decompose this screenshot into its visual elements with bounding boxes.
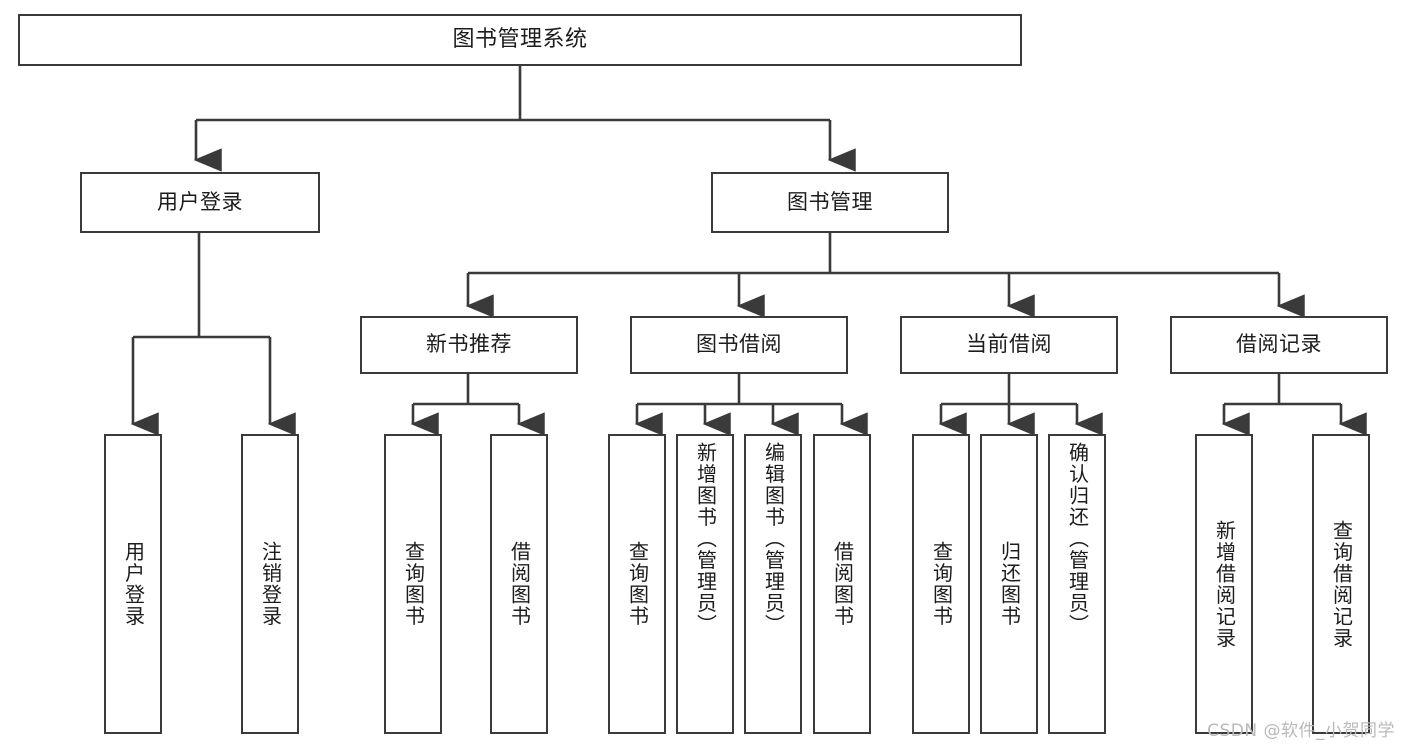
leaf-record-query-borrow-record[interactable]: 查询借阅记录: [1312, 434, 1370, 734]
leaf-recommend-query-book[interactable]: 查询图书: [384, 434, 442, 734]
node-label: 查询图书: [401, 541, 426, 627]
leaf-borrow-add-book-admin[interactable]: 新增图书（管理员）: [676, 434, 734, 734]
leaf-borrow-edit-book-admin[interactable]: 编辑图书（管理员）: [744, 434, 802, 734]
node-user-login[interactable]: 用户登录: [80, 172, 320, 233]
node-label: 借阅图书: [830, 541, 855, 627]
node-borrowing-record[interactable]: 借阅记录: [1170, 316, 1388, 374]
node-current-borrowing[interactable]: 当前借阅: [900, 316, 1118, 374]
leaf-recommend-borrow-book[interactable]: 借阅图书: [490, 434, 548, 734]
leaf-user-login-login[interactable]: 用户登录: [104, 434, 162, 734]
node-label: 新增借阅记录: [1212, 519, 1237, 649]
leaf-current-return-book[interactable]: 归还图书: [980, 434, 1038, 734]
leaf-borrow-query-book[interactable]: 查询图书: [608, 434, 666, 734]
leaf-user-login-logout[interactable]: 注销登录: [241, 434, 299, 734]
node-label: 当前借阅: [966, 332, 1052, 357]
node-label: 图书借阅: [696, 332, 782, 357]
node-label: 用户登录: [121, 541, 146, 627]
node-root-book-management-system[interactable]: 图书管理系统: [18, 14, 1022, 66]
node-label: 归还图书: [997, 541, 1022, 627]
node-label: 注销登录: [258, 541, 283, 627]
leaf-borrow-borrow-book[interactable]: 借阅图书: [813, 434, 871, 734]
node-new-book-recommendation[interactable]: 新书推荐: [360, 316, 578, 374]
node-label: 借阅记录: [1236, 332, 1322, 357]
node-label: 新增图书（管理员）: [693, 442, 718, 636]
node-label: 确认归还（管理员）: [1065, 442, 1090, 636]
node-label: 查询图书: [929, 541, 954, 627]
csdn-watermark: CSDN @软件_小贺同学: [1207, 721, 1395, 741]
node-label: 查询借阅记录: [1329, 519, 1354, 649]
node-book-management[interactable]: 图书管理: [711, 172, 949, 233]
node-label: 借阅图书: [507, 541, 532, 627]
leaf-current-query-book[interactable]: 查询图书: [912, 434, 970, 734]
node-book-borrowing[interactable]: 图书借阅: [630, 316, 848, 374]
node-label: 用户登录: [157, 189, 243, 214]
node-label: 查询图书: [625, 541, 650, 627]
node-label: 图书管理: [787, 189, 873, 214]
leaf-current-confirm-return-admin[interactable]: 确认归还（管理员）: [1048, 434, 1106, 734]
node-label: 新书推荐: [426, 332, 512, 357]
node-label: 图书管理系统: [452, 26, 588, 52]
leaf-record-add-borrow-record[interactable]: 新增借阅记录: [1195, 434, 1253, 734]
node-label: 编辑图书（管理员）: [761, 442, 786, 636]
